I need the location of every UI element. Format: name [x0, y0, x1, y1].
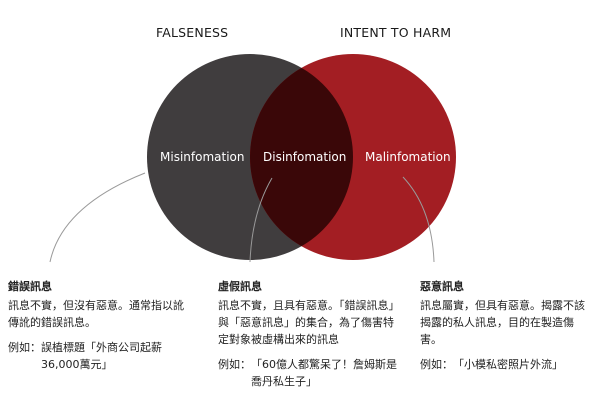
disinformation-label: Disinfomation	[263, 150, 347, 164]
disinformation-body: 訊息不實，且具有惡意。「錯誤訊息」與「惡意訊息」的集合，為了傷害特定對象被虛構出…	[218, 299, 400, 346]
leader-line-disinformation	[249, 177, 273, 263]
malinformation-label: Malinfomation	[365, 150, 451, 164]
disinformation-example-label: 例如：	[218, 358, 251, 371]
malinformation-example-text: 「小模私密照片外流」	[453, 358, 563, 371]
leader-line-malinformation	[402, 176, 435, 263]
intent-to-harm-title: INTENT TO HARM	[340, 25, 452, 40]
misinformation-description: 錯誤訊息 訊息不實，但沒有惡意。通常指以訛傳訛的錯誤訊息。 例如： 誤植標題「外…	[8, 278, 188, 373]
leader-line-misinformation	[49, 172, 146, 263]
disinformation-example: 例如： 「60億人都驚呆了！詹姆斯是喬丹私生子」	[218, 356, 400, 390]
misinformation-heading: 錯誤訊息	[8, 280, 52, 293]
misinformation-example-text: 誤植標題「外商公司起薪36,000萬元」	[41, 341, 162, 371]
disinformation-example-text: 「60億人都驚呆了！詹姆斯是喬丹私生子」	[251, 358, 397, 388]
disinformation-description: 虛假訊息 訊息不實，且具有惡意。「錯誤訊息」與「惡意訊息」的集合，為了傷害特定對…	[218, 278, 400, 390]
misinformation-example-label: 例如：	[8, 341, 41, 354]
disinformation-heading: 虛假訊息	[218, 280, 262, 293]
misinformation-body: 訊息不實，但沒有惡意。通常指以訛傳訛的錯誤訊息。	[8, 299, 184, 329]
overlap-region	[250, 54, 353, 260]
malinformation-body: 訊息屬實，但具有惡意。揭露不該揭露的私人訊息，目的在製造傷害。	[420, 299, 585, 346]
malinformation-description: 惡意訊息 訊息屬實，但具有惡意。揭露不該揭露的私人訊息，目的在製造傷害。 例如：…	[420, 278, 592, 373]
falseness-title: FALSENESS	[156, 25, 229, 40]
misinformation-example: 例如： 誤植標題「外商公司起薪36,000萬元」	[8, 339, 188, 373]
misinformation-label: Misinfomation	[160, 150, 245, 164]
malinformation-heading: 惡意訊息	[420, 280, 464, 293]
malinformation-example-label: 例如：	[420, 358, 453, 371]
malinformation-example: 例如： 「小模私密照片外流」	[420, 356, 592, 373]
